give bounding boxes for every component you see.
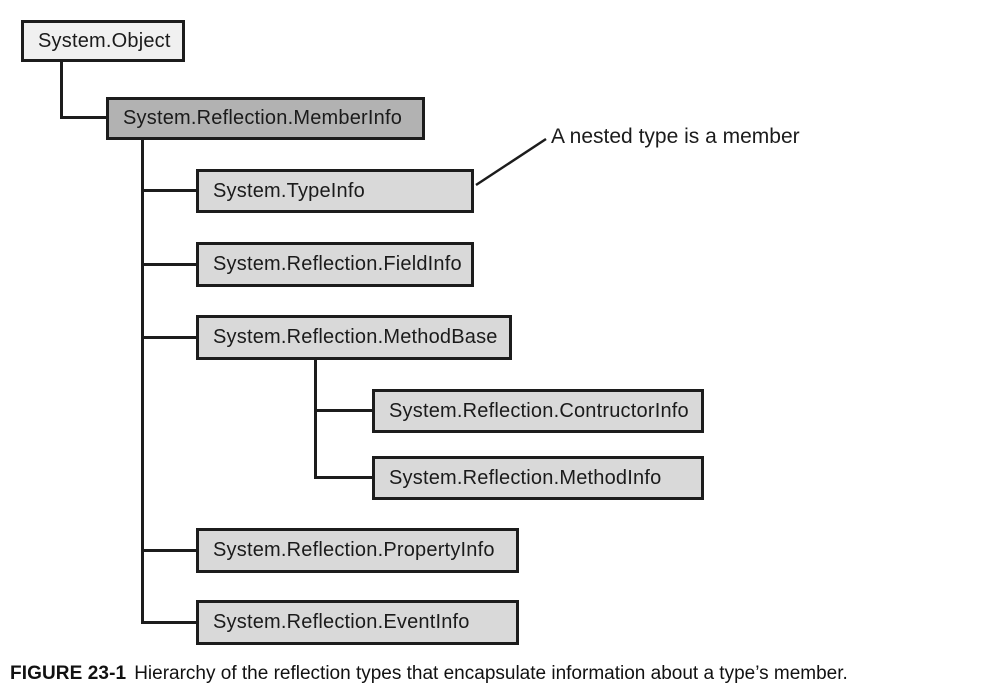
node-system-reflection-contructorinfo: System.Reflection.ContructorInfo — [372, 389, 704, 433]
connector-stub-eventinfo — [141, 621, 196, 624]
figure-caption: FIGURE 23-1 Hierarchy of the reflection t… — [10, 663, 848, 685]
node-label: System.Reflection.MethodBase — [213, 326, 498, 348]
node-label: System.Reflection.FieldInfo — [213, 253, 462, 275]
node-label: System.Reflection.EventInfo — [213, 611, 470, 633]
node-system-reflection-methodinfo: System.Reflection.MethodInfo — [372, 456, 704, 500]
node-system-reflection-memberinfo: System.Reflection.MemberInfo — [106, 97, 425, 140]
connector-stub-methodbase — [141, 336, 196, 339]
node-system-reflection-fieldinfo: System.Reflection.FieldInfo — [196, 242, 474, 287]
connector-stub-propertyinfo — [141, 549, 196, 552]
node-system-typeinfo: System.TypeInfo — [196, 169, 474, 213]
node-label: System.TypeInfo — [213, 179, 365, 202]
node-label: System.Reflection.MethodInfo — [389, 466, 662, 489]
figure-caption-label: FIGURE 23-1 — [10, 663, 127, 684]
node-system-reflection-eventinfo: System.Reflection.EventInfo — [196, 600, 519, 645]
node-label: System.Object — [38, 29, 171, 52]
node-system-reflection-propertyinfo: System.Reflection.PropertyInfo — [196, 528, 519, 573]
node-system-object: System.Object — [21, 20, 185, 62]
connector-object-vertical — [60, 62, 63, 119]
connector-stub-methodinfo — [314, 476, 372, 479]
node-system-reflection-methodbase: System.Reflection.MethodBase — [196, 315, 512, 360]
annotation-nested-type: A nested type is a member — [551, 125, 800, 148]
connector-stub-fieldinfo — [141, 263, 196, 266]
node-label: System.Reflection.MemberInfo — [123, 107, 403, 129]
connector-stub-contructorinfo — [314, 409, 372, 412]
figure-caption-text: Hierarchy of the reflection types that e… — [134, 663, 848, 684]
connector-stub-typeinfo — [141, 189, 196, 192]
connector-methodbase-trunk — [314, 360, 317, 479]
annotation-callout-line — [475, 137, 547, 187]
connector-memberinfo-trunk — [141, 140, 144, 624]
node-label: System.Reflection.ContructorInfo — [389, 399, 689, 422]
connector-object-horizontal — [60, 116, 106, 119]
node-label: System.Reflection.PropertyInfo — [213, 539, 495, 561]
